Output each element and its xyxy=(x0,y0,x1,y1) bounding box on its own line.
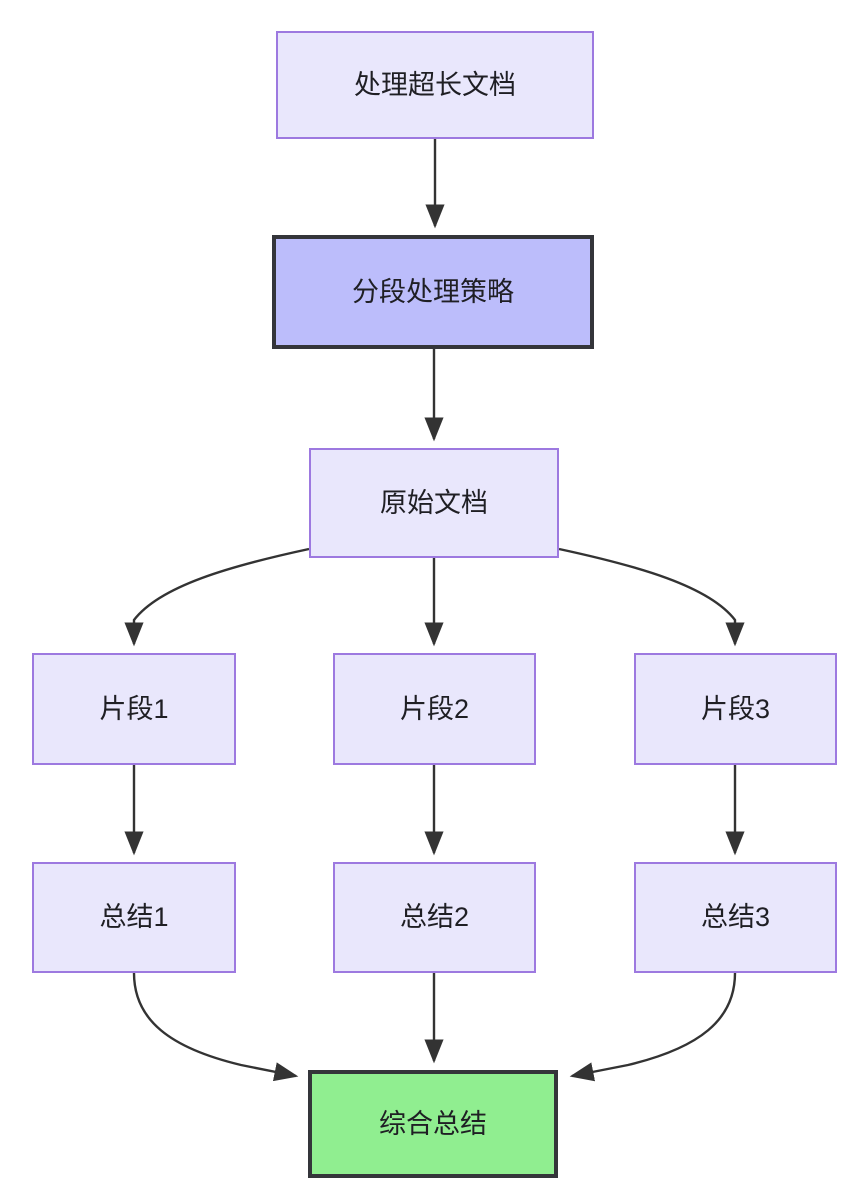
node-summary-1[interactable]: 总结1 xyxy=(32,862,236,973)
node-summary-3[interactable]: 总结3 xyxy=(634,862,837,973)
node-doc-input-label: 处理超长文档 xyxy=(354,69,516,100)
node-segment-3-label: 片段3 xyxy=(700,693,771,724)
edge-summary-3-to-final xyxy=(569,972,737,1082)
node-source-doc[interactable]: 原始文档 xyxy=(309,448,559,558)
node-source-doc-label: 原始文档 xyxy=(380,487,488,518)
node-summary-1-label: 总结1 xyxy=(99,902,169,933)
node-segment-1-label: 片段1 xyxy=(99,693,169,724)
node-doc-input[interactable]: 处理超长文档 xyxy=(276,31,594,139)
edge-summary-1-to-final xyxy=(132,972,299,1082)
node-final[interactable]: 综合总结 xyxy=(308,1070,558,1178)
node-segment-2-label: 片段2 xyxy=(399,693,470,724)
node-segment-1[interactable]: 片段1 xyxy=(32,653,236,765)
node-segment-2[interactable]: 片段2 xyxy=(333,653,536,765)
node-summary-2-label: 总结2 xyxy=(399,902,470,933)
node-strategy-label: 分段处理策略 xyxy=(352,276,514,307)
edge-source-doc-to-segment-3 xyxy=(558,547,745,647)
node-strategy[interactable]: 分段处理策略 xyxy=(272,235,594,349)
edge-source-doc-to-segment-1 xyxy=(124,547,310,647)
node-segment-3[interactable]: 片段3 xyxy=(634,653,837,765)
node-final-label: 综合总结 xyxy=(379,1108,487,1139)
node-summary-3-label: 总结3 xyxy=(700,902,771,933)
node-summary-2[interactable]: 总结2 xyxy=(333,862,536,973)
